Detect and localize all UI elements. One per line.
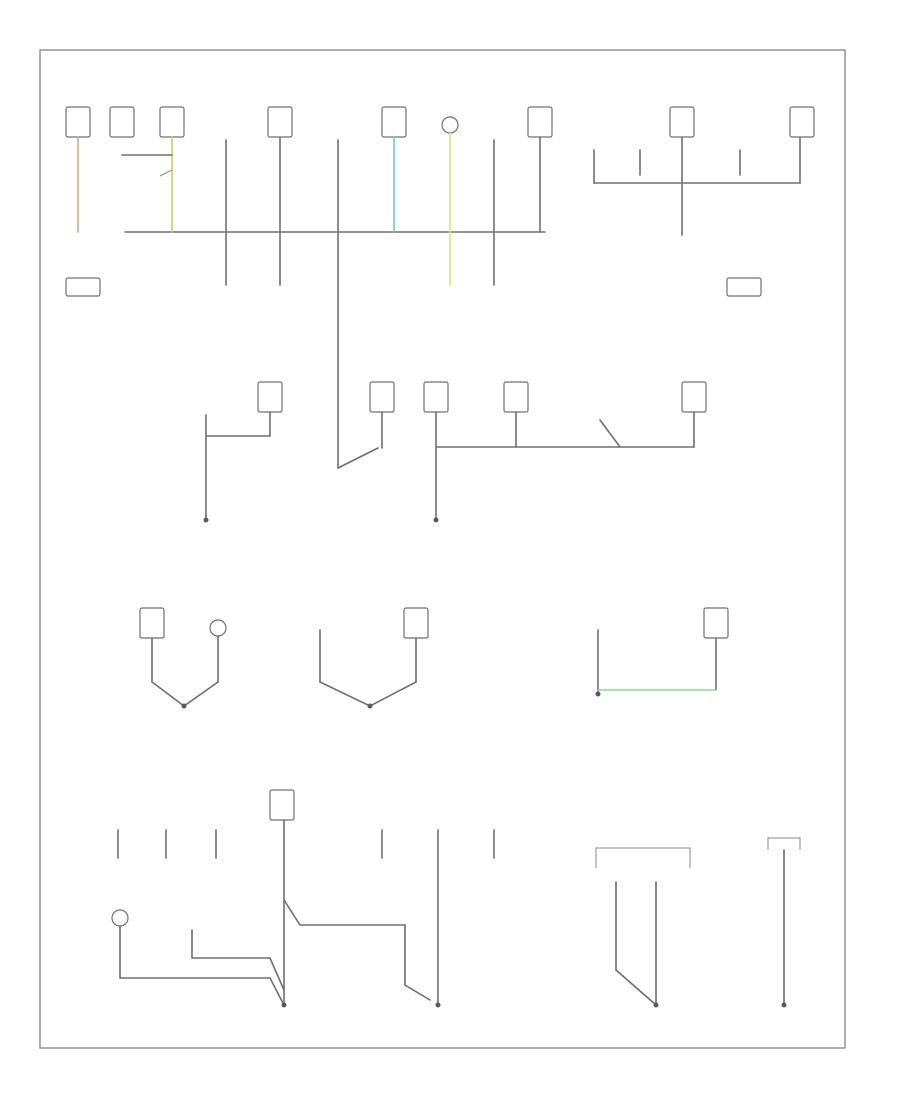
lm-lamp xyxy=(209,619,227,637)
lm-component-2 xyxy=(403,607,429,639)
bottom-lamp-wire xyxy=(119,925,285,1006)
top-component-7 xyxy=(669,106,695,138)
ground-point-lm-center xyxy=(367,703,373,709)
ground-point-bottom-far-right xyxy=(781,1002,787,1008)
bottom-component-1 xyxy=(269,789,295,821)
top-component-4 xyxy=(267,106,293,138)
ground-point-mid-right xyxy=(433,517,439,523)
ground-point-lm-left xyxy=(181,703,187,709)
lower-middle-section xyxy=(139,607,729,709)
lm-component-1 xyxy=(139,607,165,639)
middle-section xyxy=(203,381,707,523)
bottom-cross-wire xyxy=(283,899,431,1001)
ground-point-mid-left xyxy=(203,517,209,523)
mid-component-1 xyxy=(257,381,283,413)
top-component-3 xyxy=(159,106,185,138)
top-lamp-component xyxy=(441,116,459,134)
top-ground-bus-section xyxy=(65,106,815,469)
branch-3-dotted xyxy=(159,169,173,177)
right-ground-block xyxy=(726,277,762,297)
ground-point-bottom-center xyxy=(435,1002,441,1008)
bottom-far-right-bracket xyxy=(767,837,801,850)
mid-component-5 xyxy=(681,381,707,413)
bottom-right-bracket xyxy=(595,847,691,868)
bottom-switch-wire xyxy=(191,929,285,991)
bottom-right-join xyxy=(615,969,657,1006)
diagram-border xyxy=(39,49,846,1049)
mid-right-switch xyxy=(599,419,621,448)
top-component-8 xyxy=(789,106,815,138)
bottom-section xyxy=(111,789,801,1008)
mid-component-4 xyxy=(503,381,529,413)
ground-point-lm-right xyxy=(595,691,601,697)
lm-component-3 xyxy=(703,607,729,639)
top-component-2 xyxy=(109,106,135,138)
top-component-1 xyxy=(65,106,91,138)
left-ground-block xyxy=(65,277,101,297)
mid-component-2 xyxy=(369,381,395,413)
center-downlead-hook xyxy=(337,447,379,469)
ground-point-bottom-right xyxy=(653,1002,659,1008)
mid-component-3 xyxy=(423,381,449,413)
top-component-6 xyxy=(527,106,553,138)
bottom-lamp xyxy=(111,909,129,927)
top-component-5 xyxy=(381,106,407,138)
ground-point-bottom-left xyxy=(281,1002,287,1008)
